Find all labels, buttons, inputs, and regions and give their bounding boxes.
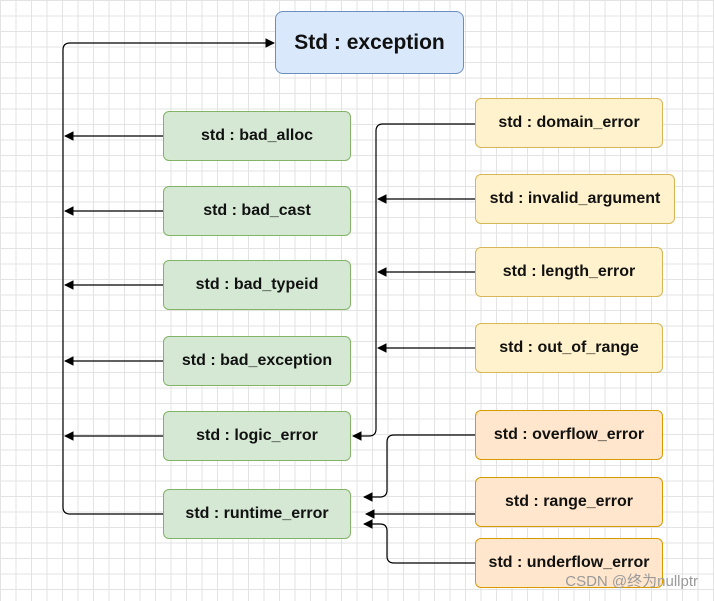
edge-domain-to-logic [352,123,475,441]
node-bad-typeid: std : bad_typeid [163,260,351,310]
node-underflow-error: std : underflow_error [475,538,663,588]
node-invalid-argument: std : invalid_argument [475,174,675,224]
edge-runtime-to-root [62,38,275,515]
node-range-error: std : range_error [475,477,663,527]
node-logic-error: std : logic_error [163,411,351,461]
watermark: CSDN @终为nullptr [565,573,698,590]
edge-overflow-to-runtime [363,434,475,502]
edge-underflow-to-runtime [363,519,475,564]
node-std-exception: Std : exception [275,11,464,74]
node-bad-cast: std : bad_cast [163,186,351,236]
node-length-error: std : length_error [475,247,663,297]
node-out-of-range: std : out_of_range [475,323,663,373]
node-overflow-error: std : overflow_error [475,410,663,460]
node-runtime-error: std : runtime_error [163,489,351,539]
node-bad-exception: std : bad_exception [163,336,351,386]
node-domain-error: std : domain_error [475,98,663,148]
node-bad-alloc: std : bad_alloc [163,111,351,161]
